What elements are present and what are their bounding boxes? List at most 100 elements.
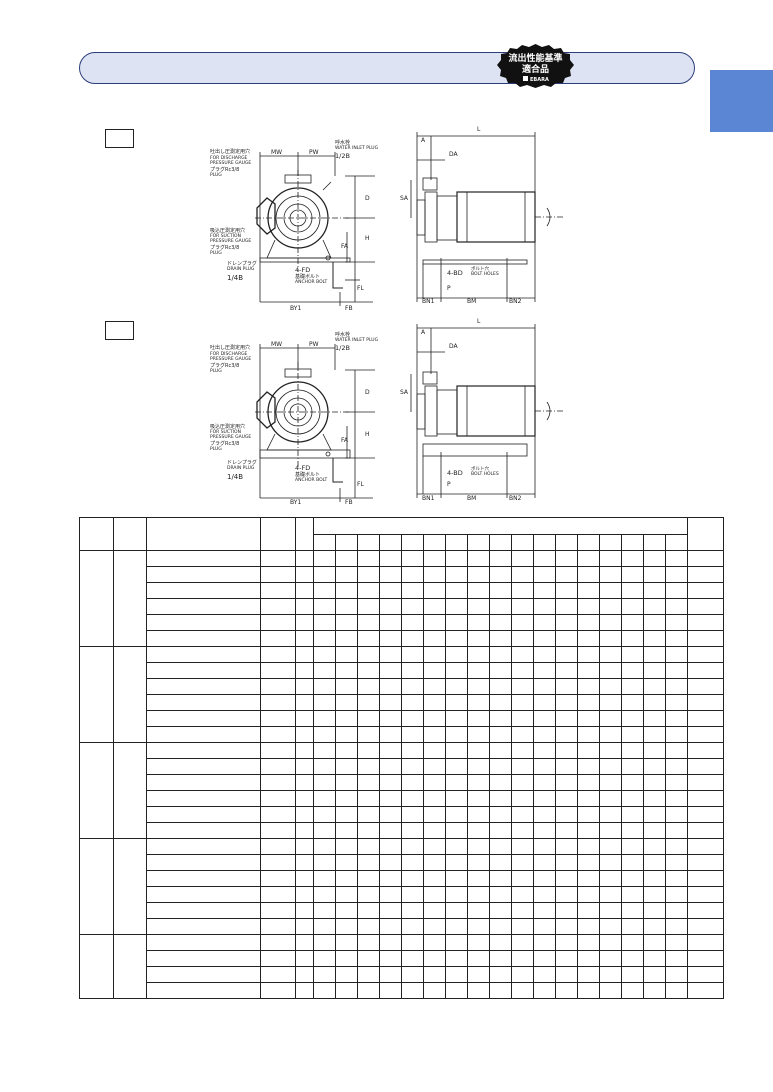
table-cell: [313, 934, 336, 951]
group-cell: [113, 550, 147, 647]
table-cell: [555, 662, 578, 679]
table-cell: [489, 822, 512, 839]
table-cell: [533, 870, 556, 887]
table-cell: [357, 758, 380, 775]
table-cell: [423, 598, 446, 615]
table-cell: [489, 614, 512, 631]
table-cell: [146, 950, 261, 967]
table-cell: [295, 694, 314, 711]
table-cell: [621, 758, 644, 775]
table-body: [79, 550, 725, 999]
table-cell: [621, 806, 644, 823]
table-cell: [295, 566, 314, 583]
table-cell: [295, 918, 314, 935]
dim-bn2-2: BN2: [509, 495, 522, 502]
table-row: [80, 854, 725, 871]
table-cell: [489, 566, 512, 583]
label-inlet-jp-2: 呼水栓: [335, 331, 350, 338]
header-subcell: [621, 534, 644, 551]
table-cell: [401, 662, 424, 679]
dim-fl-2: FL: [357, 481, 364, 488]
table-cell: [664, 774, 689, 791]
table-cell: [313, 678, 336, 695]
table-cell: [357, 662, 380, 679]
table-cell: [664, 710, 689, 727]
dim-mw-2: MW: [271, 341, 282, 348]
table-cell: [489, 870, 512, 887]
table-cell: [489, 886, 512, 903]
table-cell: [687, 678, 725, 695]
table-cell: [445, 678, 468, 695]
table-cell: [335, 838, 358, 855]
table-cell: [357, 678, 380, 695]
side-index-tab[interactable]: [710, 70, 773, 132]
table-cell: [379, 982, 402, 999]
table-cell: [621, 550, 644, 567]
table-cell: [260, 950, 296, 967]
table-cell: [489, 790, 512, 807]
dim-pw: PW: [309, 149, 319, 156]
table-cell: [357, 742, 380, 759]
table-cell: [313, 838, 336, 855]
table-cell: [643, 630, 666, 647]
table-cell: [511, 918, 534, 935]
table-cell: [335, 630, 358, 647]
table-cell: [335, 982, 358, 999]
table-cell: [621, 598, 644, 615]
table-cell: [664, 854, 689, 871]
table-cell: [357, 774, 380, 791]
table-cell: [146, 662, 261, 679]
table-row: [80, 982, 725, 999]
table-cell: [335, 758, 358, 775]
table-cell: [401, 678, 424, 695]
table-cell: [621, 838, 644, 855]
table-cell: [423, 710, 446, 727]
table-cell: [577, 758, 600, 775]
table-cell: [260, 838, 296, 855]
label-plug38-jp-3: プラグRc3/8: [210, 362, 239, 369]
header-bar: [79, 52, 695, 84]
table-cell: [335, 614, 358, 631]
table-cell: [621, 870, 644, 887]
table-cell: [621, 822, 644, 839]
table-cell: [467, 854, 490, 871]
table-cell: [379, 870, 402, 887]
group-cell: [113, 934, 147, 999]
table-cell: [599, 694, 622, 711]
table-cell: [643, 582, 666, 599]
table-cell: [313, 918, 336, 935]
table-cell: [533, 758, 556, 775]
table-cell: [599, 918, 622, 935]
table-cell: [146, 774, 261, 791]
label-drain-size: 1/4B: [227, 274, 243, 282]
table-cell: [260, 966, 296, 983]
table-cell: [664, 934, 689, 951]
table-cell: [445, 966, 468, 983]
label-discharge-jp: 吐出し圧測定用穴: [210, 148, 250, 155]
table-cell: [577, 950, 600, 967]
table-cell: [599, 966, 622, 983]
table-cell: [335, 726, 358, 743]
table-cell: [379, 742, 402, 759]
table-cell: [555, 758, 578, 775]
table-cell: [489, 838, 512, 855]
table-cell: [335, 822, 358, 839]
table-cell: [313, 742, 336, 759]
table-cell: [489, 662, 512, 679]
table-cell: [533, 854, 556, 871]
table-cell: [445, 710, 468, 727]
table-cell: [599, 838, 622, 855]
table-cell: [423, 902, 446, 919]
table-cell: [489, 630, 512, 647]
table-cell: [445, 854, 468, 871]
table-cell: [511, 806, 534, 823]
table-cell: [555, 646, 578, 663]
table-cell: [357, 694, 380, 711]
table-cell: [357, 550, 380, 567]
table-cell: [664, 598, 689, 615]
table-cell: [335, 550, 358, 567]
table-row: [80, 886, 725, 903]
table-cell: [599, 806, 622, 823]
table-cell: [467, 886, 490, 903]
brand-logo-icon: [523, 76, 528, 81]
